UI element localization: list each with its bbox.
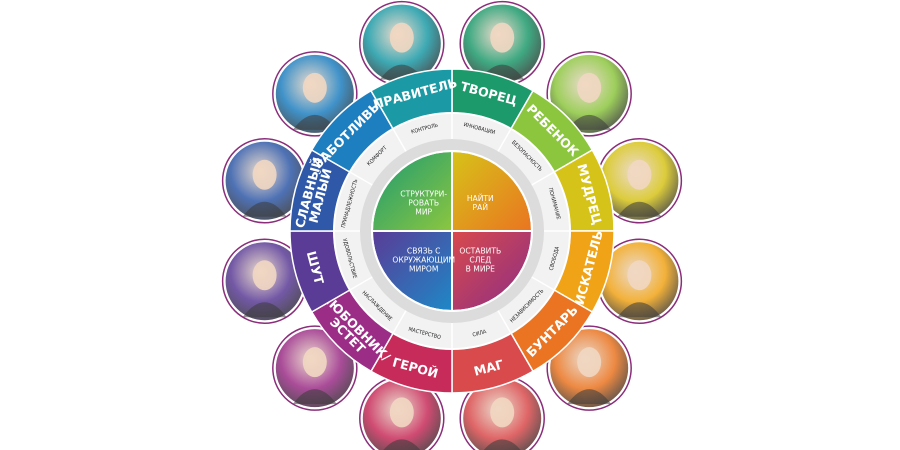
- portrait-iskatel: [596, 238, 683, 324]
- portrait-petals: [221, 0, 683, 450]
- girl-with-braids-icon: [292, 72, 337, 130]
- portrait-lyubovnik: [272, 325, 358, 411]
- young-warrior-short-hair-icon: [383, 397, 421, 450]
- green-mask-face-icon: [242, 260, 287, 318]
- portrait-mudrets: [596, 138, 683, 224]
- painted-man-portrait-icon: [617, 260, 662, 318]
- value-label: СИЛА: [472, 329, 488, 339]
- green-sage-creature-icon: [617, 159, 662, 217]
- portrait-tvorets: [459, 0, 545, 87]
- woman-with-flower-crown-icon: [480, 22, 525, 80]
- portrait-pravitel: [359, 0, 445, 87]
- portrait-geroy: [359, 375, 445, 450]
- woman-in-sports-jacket-icon: [242, 159, 287, 217]
- woman-with-long-dark-hair-icon: [292, 347, 337, 405]
- portrait-shut: [221, 238, 308, 324]
- pirate-with-bandana-icon: [567, 347, 612, 405]
- portrait-slavny: [221, 138, 308, 224]
- portrait-zabotlivy: [272, 51, 358, 137]
- portrait-mag: [459, 375, 545, 450]
- portrait-buntar: [546, 325, 632, 411]
- portrait-rebenok: [546, 51, 632, 137]
- smiling-woman-dark-bob-icon: [567, 72, 612, 130]
- pale-figure-light-hair-icon: [483, 397, 521, 450]
